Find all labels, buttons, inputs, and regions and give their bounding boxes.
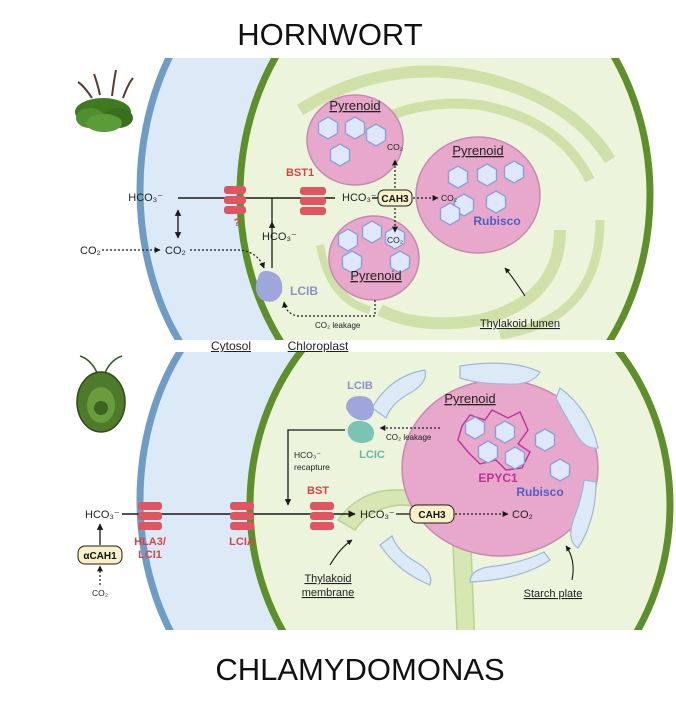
hornwort-cah3-box: CAH3 bbox=[377, 189, 413, 207]
chlamy-hla3-label-1: HLA3/ bbox=[134, 536, 166, 548]
hornwort-hco3-stroma: HCO₃⁻ bbox=[342, 192, 377, 204]
label-cytosol: Cytosol bbox=[211, 339, 251, 353]
title-chlamydomonas: CHLAMYDOMONAS bbox=[215, 652, 504, 687]
chlamy-bst-label: BST bbox=[307, 485, 329, 497]
hornwort-co2-cytosol: CO₂ bbox=[165, 245, 186, 257]
chlamy-hla3-transporter bbox=[138, 502, 162, 530]
hornwort-lcib-label: LCIB bbox=[290, 284, 318, 298]
chlamy-hco3-recapture-2: recapture bbox=[294, 462, 330, 472]
chlamy-co2-lumen: CO₂ bbox=[512, 509, 533, 521]
chlamy-hco3-recapture-1: HCO₃⁻ bbox=[294, 450, 321, 460]
hornwort-pyrenoid-label-3: Pyrenoid bbox=[350, 268, 401, 283]
hornwort-co2-pyrenoid-in: CO₂ bbox=[441, 193, 457, 203]
hornwort-pyrenoid-1 bbox=[306, 94, 404, 186]
hornwort-lcib-protein bbox=[255, 270, 283, 302]
chlamy-co2-outside: CO₂ bbox=[92, 588, 108, 598]
hornwort-hco3-cytosol: HCO₃⁻ bbox=[128, 192, 163, 204]
chlamy-bst-transporter bbox=[310, 502, 334, 530]
chlamy-cah3-label: CAH3 bbox=[418, 510, 446, 521]
chlamydomonas-cell-icon bbox=[76, 355, 126, 433]
chlamy-hla3-label-2: LCI1 bbox=[138, 549, 162, 561]
chlamy-cah3-box: CAH3 bbox=[409, 504, 455, 524]
hornwort-hco3-chloroplast: HCO₃⁻ bbox=[262, 231, 297, 243]
chlamy-pyrenoid-label: Pyrenoid bbox=[444, 391, 495, 406]
hornwort-co2-top: CO₂ bbox=[387, 142, 403, 152]
chlamy-hco3-outside: HCO₃⁻ bbox=[85, 509, 120, 521]
chlamy-lcib-lcic-complex bbox=[346, 396, 374, 443]
chlamy-lcib-label: LCIB bbox=[347, 380, 373, 392]
hornwort-co2-outside: CO₂ bbox=[80, 245, 101, 257]
hornwort-cah3-label: CAH3 bbox=[381, 194, 409, 205]
hornwort-thylakoid-lumen: Thylakoid lumen bbox=[480, 318, 560, 330]
chlamy-acah1-box: αCAH1 bbox=[77, 545, 123, 565]
hornwort-bst1-transporter bbox=[300, 187, 326, 215]
chlamy-acah1-label: αCAH1 bbox=[83, 551, 117, 562]
chlamy-epyc1-label: EPYC1 bbox=[478, 471, 518, 485]
chlamy-thylakoid-membrane-2: membrane bbox=[302, 587, 355, 599]
hornwort-rubisco-label: Rubisco bbox=[473, 214, 520, 228]
hornwort-pyrenoid-2 bbox=[415, 136, 541, 254]
hornwort-pyrenoid-3 bbox=[328, 215, 420, 301]
label-chloroplast: Chloroplast bbox=[288, 339, 349, 353]
chlamy-thylakoid-membrane-1: Thylakoid bbox=[304, 573, 351, 585]
hornwort-transporter-unknown bbox=[224, 186, 246, 214]
chlamy-co2-leakage: CO₂ leakage bbox=[386, 433, 432, 442]
hornwort-plant-icon bbox=[75, 69, 134, 132]
chlamy-hco3-stroma: HCO₃⁻ bbox=[360, 509, 395, 521]
chlamy-starch-plate-label: Starch plate bbox=[524, 588, 583, 600]
hornwort-pyrenoid-label-2: Pyrenoid bbox=[452, 143, 503, 158]
hornwort-co2-lower: CO₂ bbox=[387, 235, 403, 245]
chlamy-rubisco-network bbox=[457, 409, 571, 482]
hornwort-pyrenoid-label-1: Pyrenoid bbox=[329, 98, 380, 113]
chlamy-lcia-label: LCIA bbox=[229, 536, 255, 548]
chlamy-starch-plates bbox=[371, 362, 599, 586]
chlamy-lcic-label: LCIC bbox=[359, 449, 385, 461]
hornwort-bst1-label: BST1 bbox=[286, 167, 314, 179]
hornwort-unknown-transporter-label: ? bbox=[234, 217, 241, 229]
chlamy-lcia-transporter bbox=[230, 502, 254, 530]
hornwort-co2-leakage: CO₂ leakage bbox=[315, 321, 361, 330]
chlamy-rubisco-label: Rubisco bbox=[516, 485, 563, 499]
title-hornwort: HORNWORT bbox=[237, 17, 422, 52]
